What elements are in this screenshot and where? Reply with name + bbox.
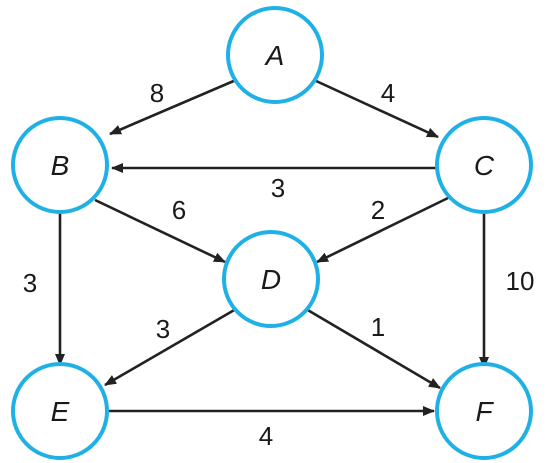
edge-e-f: 4 <box>108 406 435 451</box>
edge-weight-d-e: 3 <box>156 314 170 344</box>
edge-weight-a-b: 8 <box>150 78 164 108</box>
edge-weight-a-c: 4 <box>381 78 395 108</box>
node-label-e: E <box>51 396 70 427</box>
edge-weight-b-d: 6 <box>172 195 186 225</box>
edge-c-b: 3 <box>111 163 436 203</box>
node-label-d: D <box>261 264 281 295</box>
node-b: B <box>11 116 109 214</box>
node-e: E <box>11 362 109 460</box>
node-label-a: A <box>264 40 285 71</box>
node-a: A <box>226 6 324 104</box>
edge-a-c: 4 <box>313 78 439 139</box>
edge-c-f: 10 <box>479 206 535 369</box>
node-f: F <box>435 362 533 460</box>
edge-d-f: 1 <box>305 307 441 390</box>
node-label-c: C <box>474 150 495 181</box>
edge-weight-b-e: 3 <box>23 268 37 298</box>
edge-c-d: 2 <box>316 195 449 264</box>
edge-weight-d-f: 1 <box>371 312 385 342</box>
node-label-b: B <box>51 150 70 181</box>
edge-weight-c-f: 10 <box>506 266 535 296</box>
node-d: D <box>222 230 320 328</box>
edge-a-b: 8 <box>109 78 237 136</box>
node-c: C <box>435 116 533 214</box>
node-label-f: F <box>475 396 494 427</box>
edge-b-e: 3 <box>23 206 65 366</box>
edge-weight-c-b: 3 <box>271 173 285 203</box>
edge-d-e: 3 <box>104 307 237 387</box>
edge-weight-e-f: 4 <box>259 421 273 451</box>
edge-b-d: 6 <box>94 195 226 264</box>
edge-weight-c-d: 2 <box>371 195 385 225</box>
